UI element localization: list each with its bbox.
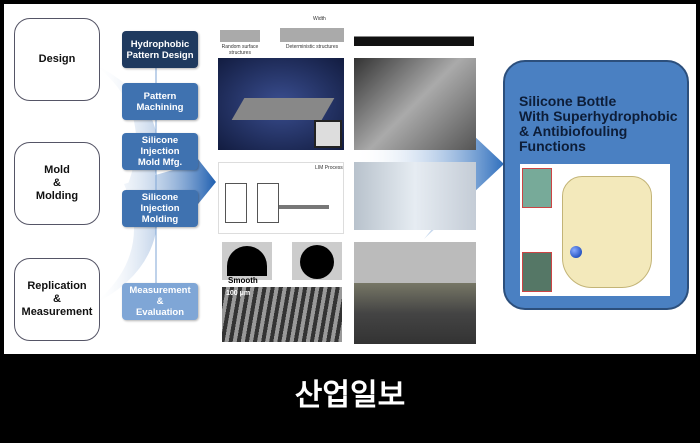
wetting-models-diagram — [354, 14, 474, 46]
stage-design: Design — [14, 18, 100, 101]
footer-logo-text: 산업일보 — [294, 378, 406, 413]
inset-photo — [522, 168, 552, 208]
lim-process-diagram: LIM Process — [218, 162, 344, 234]
water-droplet — [570, 246, 582, 258]
sem-grid-images — [354, 58, 476, 150]
diagram-canvas: Design Mold & Molding Replication & Meas… — [4, 4, 696, 354]
bottle-illustration — [520, 164, 670, 296]
contact-angle-images: Smooth 100 μm — [218, 242, 344, 342]
machining-diagram — [218, 58, 344, 150]
step-measurement-evaluation: Measurement & Evaluation — [122, 283, 198, 320]
inset-photo — [522, 252, 552, 292]
step-hydrophobic-pattern-design: Hydrophobic Pattern Design — [122, 31, 198, 68]
silicone-bottle-photo — [354, 162, 476, 230]
stage-mold-molding: Mold & Molding — [14, 142, 100, 225]
droplet-sem-images — [354, 242, 476, 344]
step-silicone-injection-molding: Silicone Injection Molding — [122, 190, 198, 227]
panel-title: Silicone Bottle With Superhydrophobic & … — [519, 93, 678, 154]
silicone-bottle-panel: Silicone Bottle With Superhydrophobic & … — [503, 60, 689, 310]
left-sweep-arrow — [94, 64, 216, 304]
step-pattern-machining: Pattern Machining — [122, 83, 198, 120]
step-silicone-injection-mold-mfg: Silicone Injection Mold Mfg. — [122, 133, 198, 170]
surface-structure-diagram: Random surface structures Deterministic … — [218, 14, 344, 56]
stage-replication-measurement: Replication & Measurement — [14, 258, 100, 341]
